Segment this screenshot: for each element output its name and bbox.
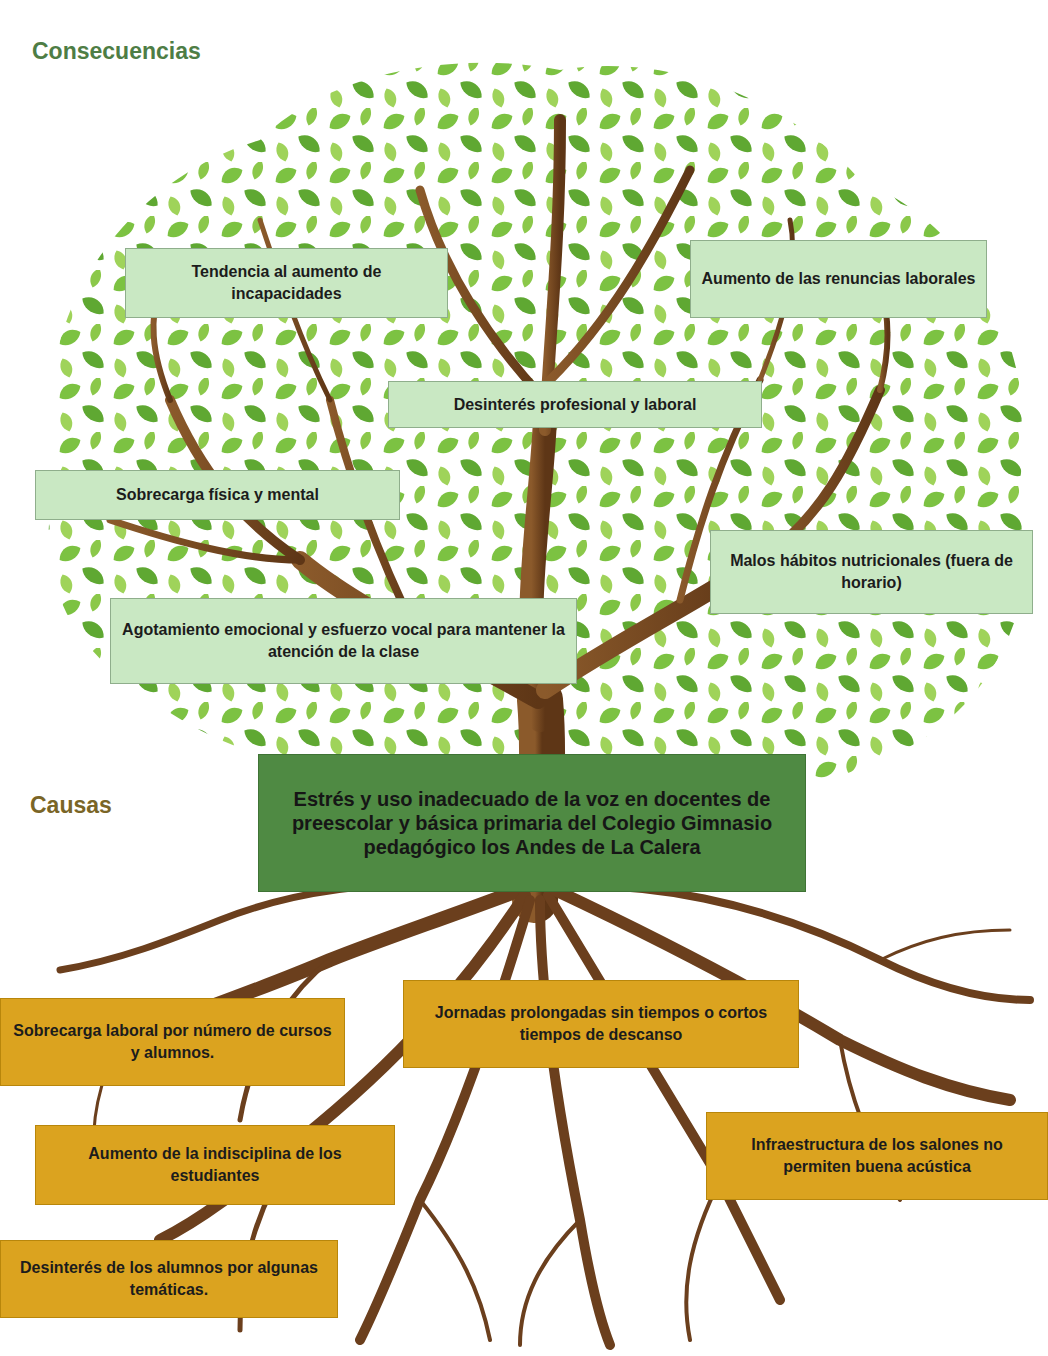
consequence-box: Sobrecarga física y mental (35, 470, 400, 520)
cause-box: Sobrecarga laboral por número de cursos … (0, 998, 345, 1086)
box-text: Tendencia al aumento de incapacidades (136, 261, 437, 304)
cause-box: Aumento de la indisciplina de los estudi… (35, 1125, 395, 1205)
consequence-box: Tendencia al aumento de incapacidades (125, 248, 448, 318)
box-text: Desinterés de los alumnos por algunas te… (11, 1257, 327, 1302)
box-text: Sobrecarga física y mental (116, 484, 319, 506)
consequence-box: Desinterés profesional y laboral (388, 381, 762, 428)
cause-box: Jornadas prolongadas sin tiempos o corto… (403, 980, 799, 1068)
core-problem-box: Estrés y uso inadecuado de la voz en doc… (258, 754, 806, 892)
box-text: Aumento de la indisciplina de los estudi… (46, 1143, 384, 1188)
section-heading: Causas (30, 792, 112, 819)
box-text: Sobrecarga laboral por número de cursos … (11, 1020, 334, 1065)
consequence-box: Aumento de las renuncias laborales (690, 240, 987, 318)
box-text: Desinterés profesional y laboral (454, 394, 697, 416)
box-text: Jornadas prolongadas sin tiempos o corto… (414, 1002, 788, 1047)
consequence-box: Malos hábitos nutricionales (fuera de ho… (710, 530, 1033, 614)
box-text: Estrés y uso inadecuado de la voz en doc… (271, 787, 793, 859)
cause-box: Infraestructura de los salones no permit… (706, 1112, 1048, 1200)
box-text: Malos hábitos nutricionales (fuera de ho… (721, 550, 1022, 593)
box-text: Infraestructura de los salones no permit… (717, 1134, 1037, 1179)
box-text: Aumento de las renuncias laborales (702, 268, 976, 290)
cause-box: Desinterés de los alumnos por algunas te… (0, 1240, 338, 1318)
section-heading: Consecuencias (32, 38, 201, 65)
canopy (49, 63, 1028, 788)
consequence-box: Agotamiento emocional y esfuerzo vocal p… (110, 598, 577, 684)
box-text: Agotamiento emocional y esfuerzo vocal p… (121, 619, 566, 662)
